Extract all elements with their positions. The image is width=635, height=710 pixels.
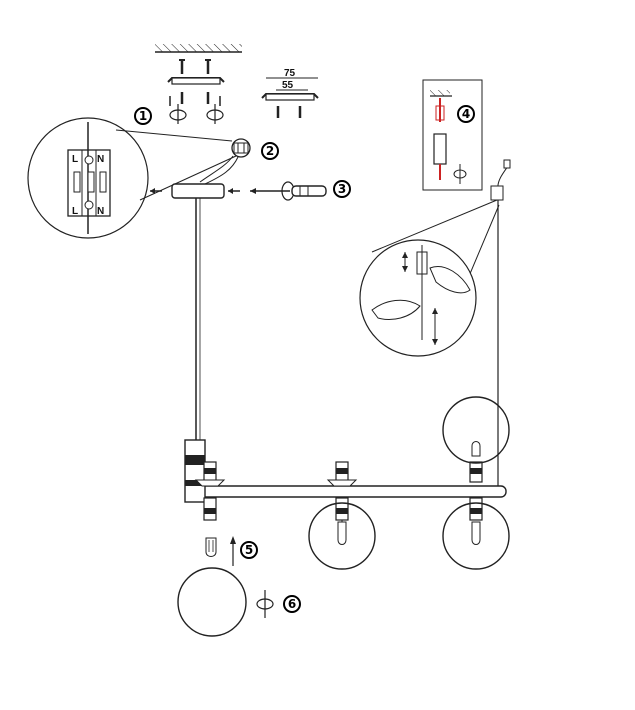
terminal-L-top: L xyxy=(72,154,78,165)
screw-icon xyxy=(169,92,221,106)
terminal-block-icon xyxy=(199,138,251,185)
driver-box xyxy=(184,439,206,503)
step-5-marker: 5 xyxy=(240,541,258,559)
lamp-socket-1 xyxy=(194,461,226,521)
terminal-N-bottom: N xyxy=(97,206,104,217)
screwdriver-icon xyxy=(250,181,327,201)
mounting-bracket-icon xyxy=(167,77,225,85)
terminal-N-top: N xyxy=(97,154,104,165)
light-bar xyxy=(185,485,507,498)
rotate-arrow-icon xyxy=(169,104,224,124)
ceiling-hatch-icon xyxy=(155,44,242,53)
step-4-marker: 4 xyxy=(457,105,475,123)
globe-shade-icon xyxy=(442,502,510,570)
terminal-zoom-circle: L N L N xyxy=(27,117,149,239)
dimension-75-label: 75 xyxy=(284,68,296,79)
zoom-leader-lines xyxy=(115,129,237,201)
globe-shade-icon xyxy=(442,396,510,464)
bulb-icon xyxy=(337,441,481,545)
screw-icon xyxy=(179,59,211,74)
step-1-marker: 1 xyxy=(134,107,152,125)
step-6-marker: 6 xyxy=(283,595,301,613)
dimension-55-label: 55 xyxy=(282,80,294,91)
canopy-icon xyxy=(150,183,240,199)
step-3-label: 3 xyxy=(338,182,346,196)
bracket-dimension-drawing: 75 55 xyxy=(261,68,319,118)
step-5-label: 5 xyxy=(245,543,253,557)
step-1-label: 1 xyxy=(139,109,147,123)
rotate-arrow-icon xyxy=(256,590,274,618)
globe-shade-icon xyxy=(177,567,247,637)
cable-grip-icon xyxy=(490,159,511,201)
ceiling-hook-panel xyxy=(422,79,483,191)
step-2-marker: 2 xyxy=(261,142,279,160)
step-2-label: 2 xyxy=(266,144,274,158)
bulb-insert-icon xyxy=(205,536,236,566)
globe-shade-icon xyxy=(308,502,376,570)
step-4-label: 4 xyxy=(462,107,470,121)
step-3-marker: 3 xyxy=(333,180,351,198)
cable-grip-zoom-circle xyxy=(359,199,500,357)
terminal-L-bottom: L xyxy=(72,206,78,217)
step-6-label: 6 xyxy=(288,597,296,611)
